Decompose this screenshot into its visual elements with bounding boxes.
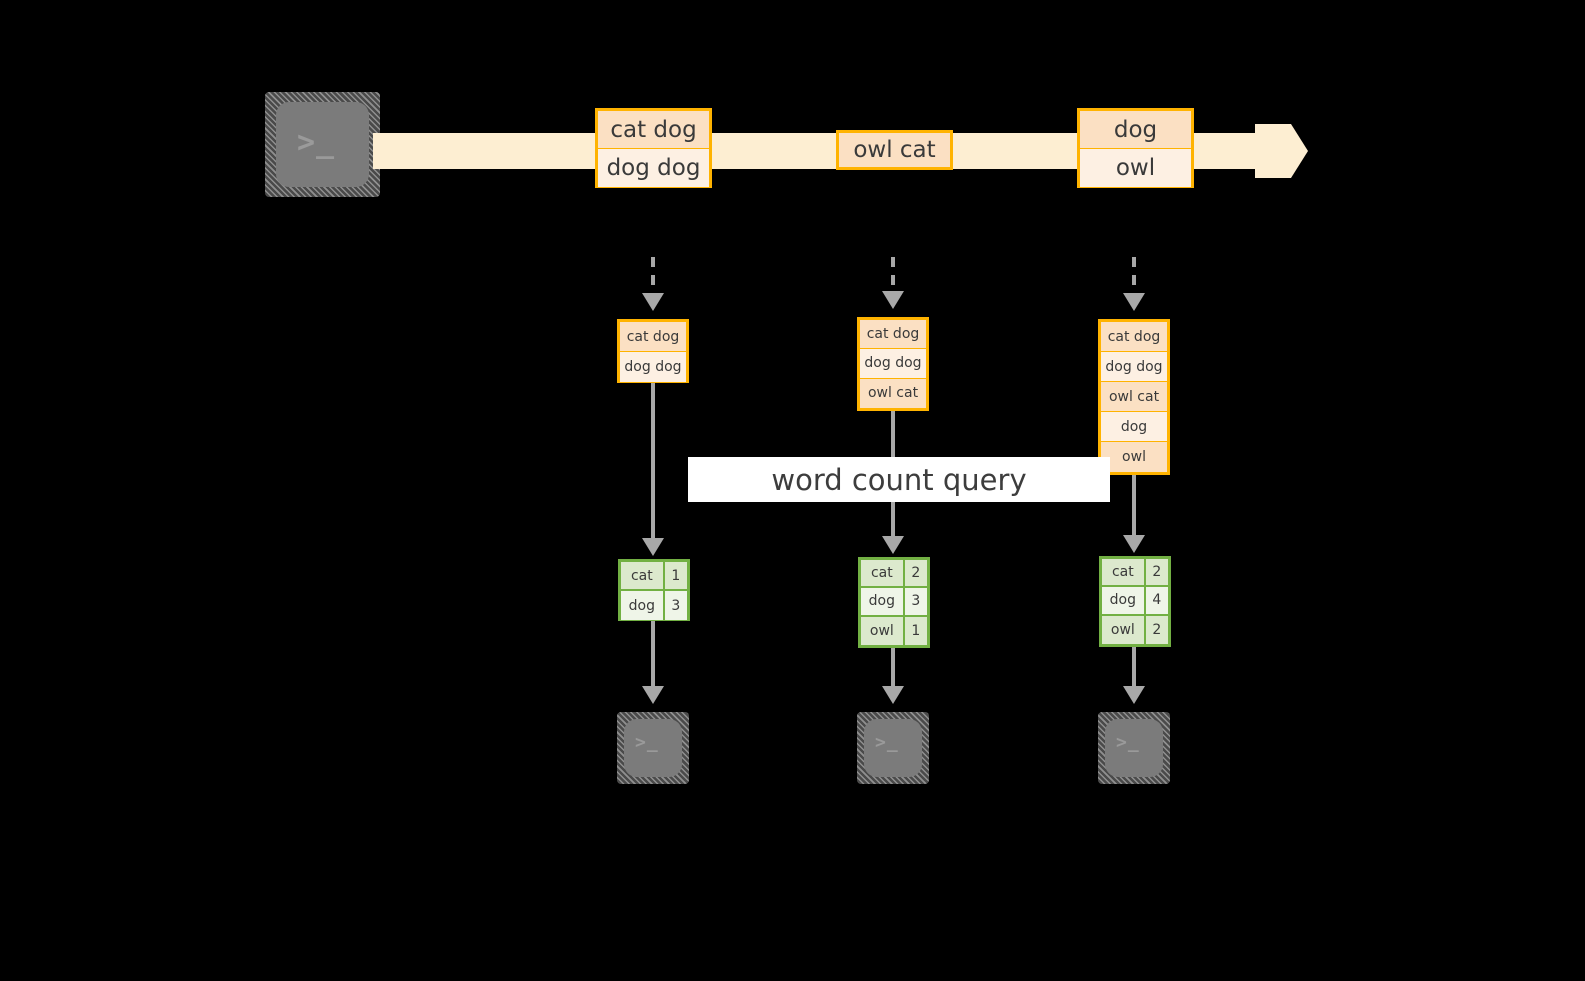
accumulated-line: owl cat xyxy=(1101,382,1167,412)
accumulated-line: owl cat xyxy=(860,378,926,408)
dashed-arrow-head-icon-col1 xyxy=(642,293,664,311)
table-row: cat 2 xyxy=(861,560,927,589)
result-word: dog xyxy=(1102,587,1146,614)
dashed-down-arrow-icon-col3 xyxy=(1132,257,1136,295)
table-row: cat 1 xyxy=(621,562,687,591)
accumulated-line: dog dog xyxy=(620,352,686,382)
terminal-face xyxy=(1105,719,1163,777)
accumulated-line: dog dog xyxy=(1101,352,1167,382)
table-row: owl 2 xyxy=(1102,615,1168,644)
accumulated-line: cat dog xyxy=(620,322,686,352)
stream-batch-2: owl cat xyxy=(836,130,953,170)
result-word: cat xyxy=(861,560,905,587)
result-count: 1 xyxy=(904,616,927,645)
query-connector-col3 xyxy=(1132,475,1136,546)
table-row: dog 4 xyxy=(1102,587,1168,616)
result-word: owl xyxy=(861,616,905,645)
accumulated-input-col3: cat dog dog dog owl cat dog owl xyxy=(1098,319,1170,475)
terminal-face xyxy=(864,719,922,777)
stream-record-line: dog xyxy=(1080,111,1191,149)
accumulated-line: cat dog xyxy=(860,320,926,350)
sink-connector-head-icon-col1 xyxy=(642,686,664,704)
result-word: cat xyxy=(621,562,665,589)
accumulated-line: owl xyxy=(1101,442,1167,472)
terminal-prompt-glyph: >_ xyxy=(635,732,659,753)
stream-arrow-head-icon xyxy=(1291,124,1308,178)
table-row: owl 1 xyxy=(861,616,927,645)
stream-arrow-shoulder xyxy=(1255,124,1291,178)
table-row: cat 2 xyxy=(1102,559,1168,588)
result-word: dog xyxy=(621,591,665,620)
stream-record-line: owl xyxy=(1080,149,1191,187)
terminal-prompt-glyph: >_ xyxy=(1116,732,1140,753)
result-word: owl xyxy=(1102,615,1146,644)
dashed-down-arrow-icon-col1 xyxy=(651,257,655,295)
dashed-down-arrow-icon-col2 xyxy=(891,257,895,295)
stream-batch-3: dog owl xyxy=(1077,108,1194,188)
result-table-col3: cat 2 dog 4 owl 2 xyxy=(1099,556,1171,647)
accumulated-line: cat dog xyxy=(1101,322,1167,352)
accumulated-input-col1: cat dog dog dog xyxy=(617,319,689,383)
terminal-prompt-glyph: >_ xyxy=(875,732,899,753)
query-connector-head-icon-col1 xyxy=(642,538,664,556)
query-banner: word count query xyxy=(688,457,1110,502)
sink-connector-col1 xyxy=(651,621,655,689)
sink-terminal-icon-col2: >_ xyxy=(857,712,929,784)
terminal-prompt-glyph: >_ xyxy=(297,125,336,160)
stream-record-line: owl cat xyxy=(839,133,950,167)
result-word: cat xyxy=(1102,559,1146,586)
result-count: 1 xyxy=(664,562,687,589)
accumulated-line: dog xyxy=(1101,412,1167,442)
result-count: 2 xyxy=(904,560,927,587)
result-count: 3 xyxy=(904,588,927,615)
sink-terminal-icon-col3: >_ xyxy=(1098,712,1170,784)
result-word: dog xyxy=(861,588,905,615)
accumulated-input-col2: cat dog dog dog owl cat xyxy=(857,317,929,411)
accumulated-line: dog dog xyxy=(860,349,926,379)
terminal-face xyxy=(624,719,682,777)
stream-record-line: dog dog xyxy=(598,149,709,187)
sink-connector-head-icon-col3 xyxy=(1123,686,1145,704)
result-count: 3 xyxy=(664,591,687,620)
stream-record-line: cat dog xyxy=(598,111,709,149)
query-connector-head-icon-col2 xyxy=(882,536,904,554)
table-row: dog 3 xyxy=(861,588,927,617)
query-connector-col1 xyxy=(651,383,655,548)
source-terminal-icon: >_ xyxy=(265,92,380,197)
result-table-col2: cat 2 dog 3 owl 1 xyxy=(858,557,930,648)
stream-batch-1: cat dog dog dog xyxy=(595,108,712,188)
query-connector-head-icon-col3 xyxy=(1123,535,1145,553)
dashed-arrow-head-icon-col2 xyxy=(882,291,904,309)
sink-connector-col2 xyxy=(891,648,895,690)
sink-connector-head-icon-col2 xyxy=(882,686,904,704)
terminal-face xyxy=(276,102,369,187)
sink-terminal-icon-col1: >_ xyxy=(617,712,689,784)
result-count: 2 xyxy=(1145,615,1168,644)
sink-connector-col3 xyxy=(1132,647,1136,690)
result-count: 4 xyxy=(1145,587,1168,614)
query-banner-label: word count query xyxy=(771,462,1027,497)
result-table-col1: cat 1 dog 3 xyxy=(618,559,690,621)
result-count: 2 xyxy=(1145,559,1168,586)
table-row: dog 3 xyxy=(621,591,687,620)
dashed-arrow-head-icon-col3 xyxy=(1123,293,1145,311)
